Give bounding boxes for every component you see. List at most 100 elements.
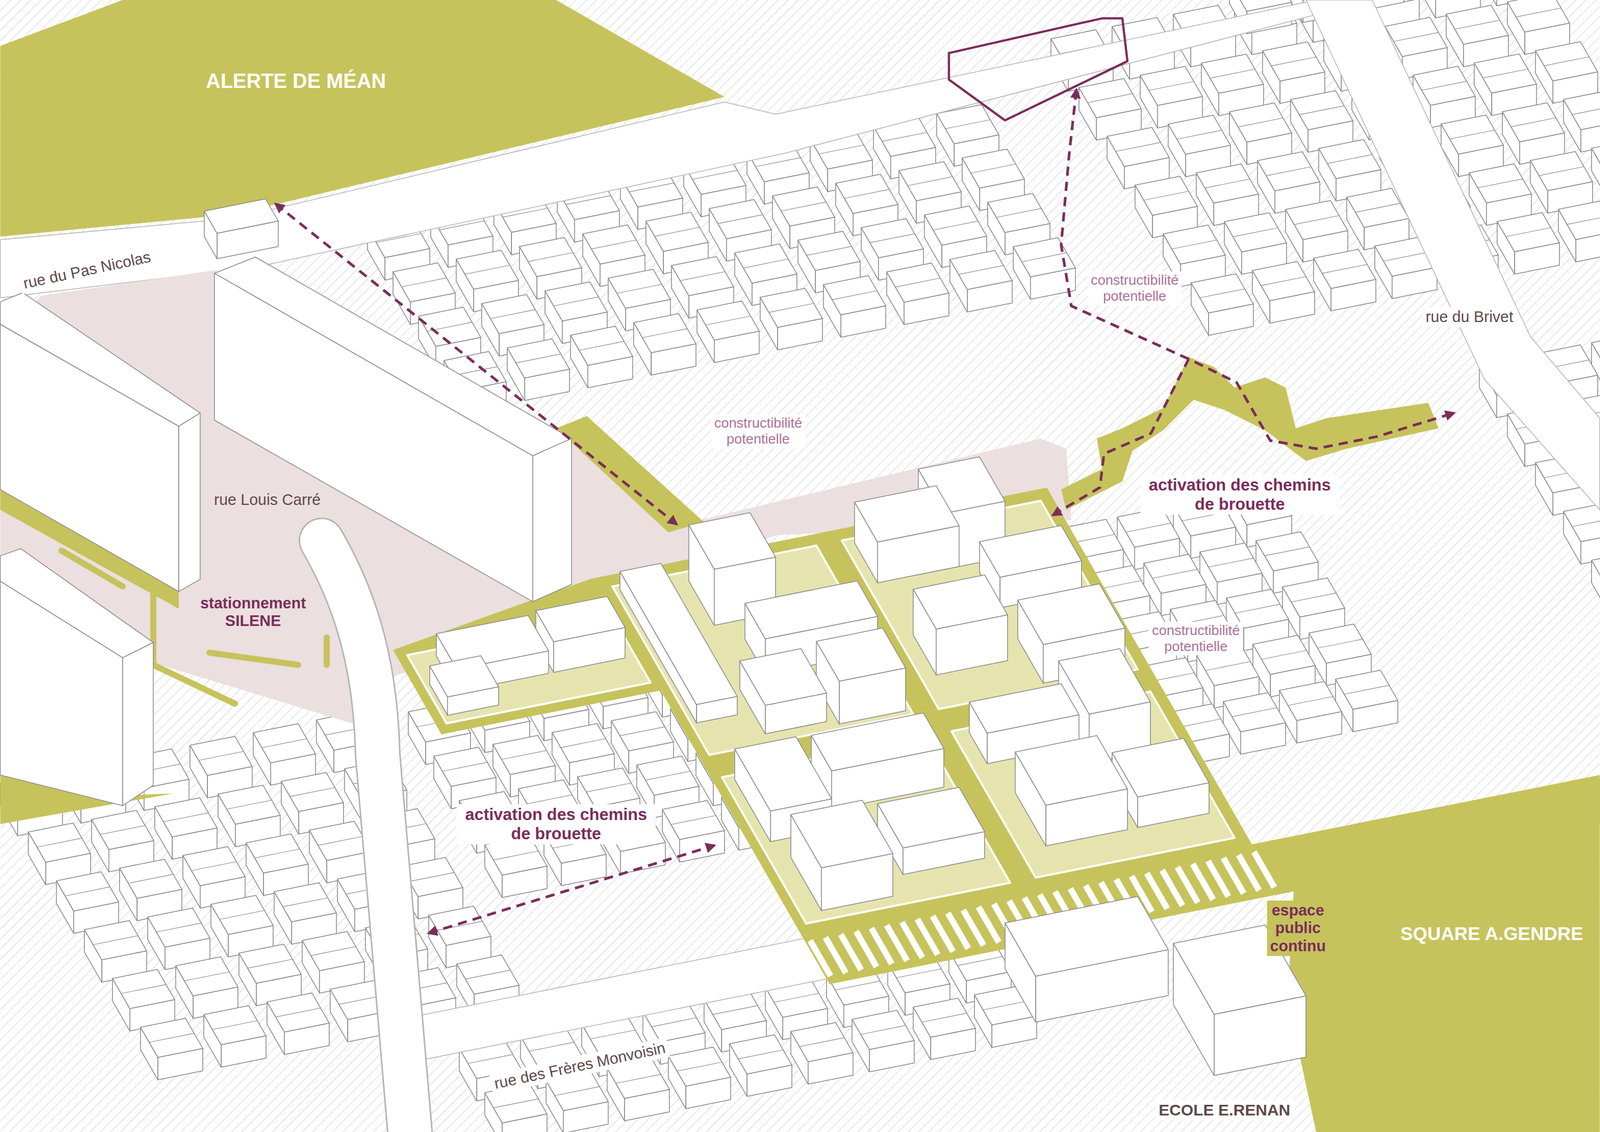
street: [321, 540, 411, 1132]
building-roof: [772, 187, 835, 227]
building-roof: [1474, 53, 1537, 93]
building-roof: [734, 737, 832, 812]
roof-ridge: [957, 956, 1003, 966]
roof-ridge: [554, 1086, 600, 1096]
building-roof: [481, 294, 544, 334]
roof-ridge: [1544, 57, 1589, 67]
roof-ridge: [465, 970, 511, 980]
building-roof: [1004, 896, 1168, 977]
roof-ridge: [642, 328, 688, 338]
building-roof: [745, 580, 878, 639]
building-roof: [949, 250, 1013, 290]
roof-ridge: [212, 1020, 258, 1030]
building-roof: [175, 956, 238, 996]
roof-ridge: [65, 886, 110, 896]
building-roof: [253, 723, 316, 763]
building-roof: [1015, 736, 1128, 806]
roof-ridge: [1235, 604, 1280, 614]
roof-ridge: [1572, 105, 1600, 115]
building-roof: [619, 563, 738, 705]
building-roof: [913, 998, 976, 1038]
roof-ridge: [1144, 191, 1189, 201]
roof-ridge: [1233, 227, 1278, 237]
building-roof: [238, 944, 302, 984]
building-roof: [1507, 0, 1570, 32]
building-roof: [577, 768, 640, 807]
building-roof: [1201, 53, 1264, 93]
roof-ridge: [36, 838, 82, 848]
street: [0, 0, 1373, 298]
building-roof: [1078, 78, 1142, 118]
roof-ridge: [128, 874, 174, 884]
building-roof: [1262, 42, 1325, 82]
roof-ridge: [1383, 252, 1429, 262]
roof-ridge: [738, 1050, 783, 1060]
building-face: [1479, 0, 1498, 6]
building-roof: [182, 846, 246, 886]
building-roof: [204, 198, 279, 234]
building-roof: [671, 256, 734, 296]
roof-ridge: [705, 316, 751, 326]
map-label: constructibilité potentielle: [1148, 621, 1244, 656]
building-roof: [861, 218, 924, 258]
building-roof: [797, 231, 861, 271]
roof-ridge: [860, 1025, 906, 1035]
building-roof: [582, 225, 646, 264]
roof-ridge: [163, 812, 209, 822]
building-face: [178, 413, 200, 592]
roof-ridge: [1266, 166, 1311, 176]
roof-ridge: [1208, 558, 1254, 568]
roof-ridge: [1393, 32, 1439, 42]
building-roof: [1257, 152, 1320, 191]
building-roof: [119, 859, 182, 899]
building-roof: [1200, 542, 1263, 582]
building-roof: [1290, 90, 1354, 130]
roof-ridge: [869, 233, 915, 243]
roof-ridge: [922, 1013, 967, 1023]
roof-ridge: [515, 354, 561, 364]
map-label: activation des chemins de brouette: [1140, 474, 1340, 515]
building-roof: [536, 596, 626, 642]
building-roof: [147, 908, 211, 948]
building-roof: [267, 993, 330, 1032]
building-roof: [1563, 90, 1600, 130]
building-roof: [1563, 502, 1600, 542]
roof-ridge: [290, 787, 335, 797]
roof-ridge: [1322, 264, 1367, 274]
building-roof: [1446, 5, 1509, 45]
roof-ridge: [1572, 517, 1600, 527]
roof-ridge: [184, 972, 230, 982]
building-roof: [428, 906, 492, 946]
building-roof: [636, 756, 700, 796]
roof-ridge: [409, 872, 454, 882]
roof-ridge: [490, 309, 536, 319]
roof-ridge: [670, 815, 716, 825]
green-path: [556, 416, 704, 533]
roof-ridge: [553, 297, 599, 307]
roof-ridge: [586, 782, 631, 792]
roof-ridge: [996, 208, 1042, 218]
building-roof: [507, 339, 570, 379]
building-roof: [1535, 41, 1598, 81]
roof-ridge: [1454, 20, 1500, 30]
parking-line: [323, 637, 330, 666]
highlighted-parcel: [948, 18, 1128, 120]
building-roof: [668, 1047, 731, 1087]
roof-ridge: [781, 202, 827, 212]
building-roof: [1013, 237, 1076, 277]
roof-ridge: [1477, 178, 1523, 188]
roof-ridge: [275, 1008, 321, 1018]
building-roof: [1134, 176, 1198, 215]
roof-ridge: [717, 214, 763, 224]
building-roof: [852, 1010, 915, 1050]
roof-ridge: [501, 750, 547, 760]
building-face: [0, 581, 124, 806]
building-roof: [281, 772, 344, 812]
building-roof: [608, 269, 671, 309]
map-label: rue du Brivet: [1422, 307, 1517, 327]
green-space: [0, 0, 725, 237]
street-edge: [321, 540, 411, 1132]
building-roof: [816, 628, 906, 682]
roof-ridge: [1482, 68, 1528, 78]
